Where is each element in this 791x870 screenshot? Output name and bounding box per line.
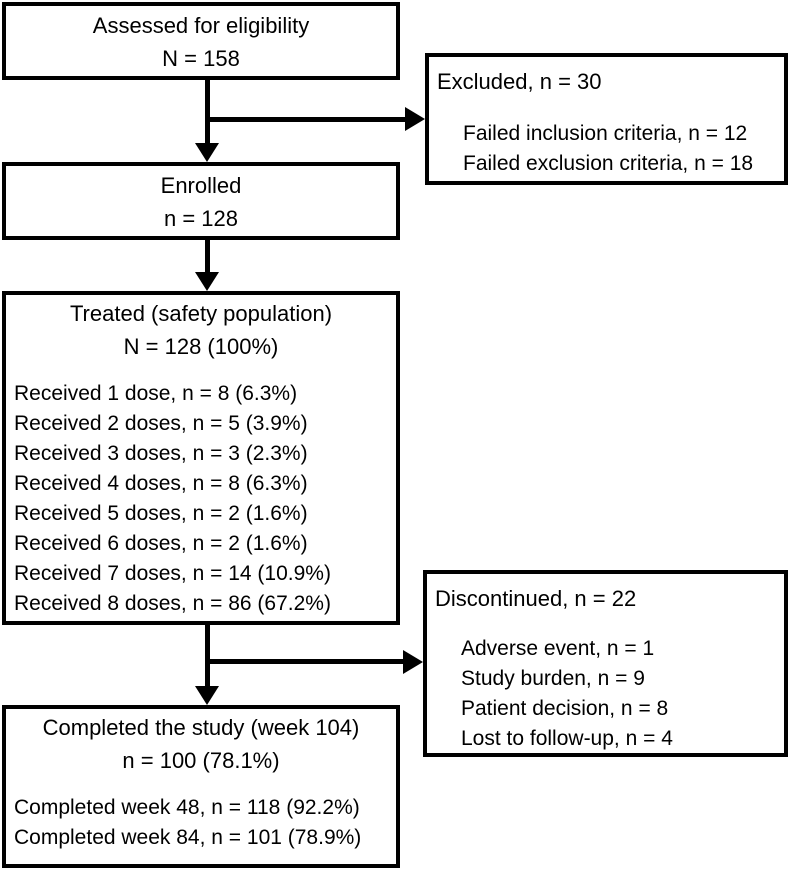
completed-box: Completed the study (week 104) n = 100 (… — [2, 705, 400, 868]
discontinued-item: Study burden, n = 9 — [461, 667, 645, 690]
assessed-count: N = 158 — [162, 46, 240, 71]
discontinued-item: Patient decision, n = 8 — [461, 697, 669, 720]
treated-dose-item: Received 8 doses, n = 86 (67.2%) — [14, 592, 331, 615]
arrowhead-down-enrolled — [195, 143, 219, 162]
treated-dose-item: Received 6 doses, n = 2 (1.6%) — [14, 532, 308, 555]
treated-dose-item: Received 5 doses, n = 2 (1.6%) — [14, 502, 308, 525]
connector-assessed-enrolled — [205, 80, 210, 143]
completed-title: Completed the study (week 104) — [42, 715, 360, 740]
treated-title: Treated (safety population) — [69, 301, 333, 326]
connector-enrolled-treated — [205, 240, 210, 272]
completed-count: n = 100 (78.1%) — [122, 748, 280, 773]
excluded-box: Excluded, n = 30 Failed inclusion criter… — [425, 53, 788, 185]
treated-dose-item: Received 3 doses, n = 3 (2.3%) — [14, 442, 308, 465]
assessed-box: Assessed for eligibility N = 158 — [2, 2, 400, 80]
treated-box: Treated (safety population) N = 128 (100… — [2, 291, 400, 625]
enrolled-box: Enrolled n = 128 — [2, 162, 400, 240]
treated-dose-item: Received 2 doses, n = 5 (3.9%) — [14, 412, 308, 435]
connector-branch-discontinued — [205, 659, 403, 664]
discontinued-item: Adverse event, n = 1 — [461, 637, 655, 660]
connector-treated-completed — [205, 625, 210, 686]
arrowhead-right-discontinued — [403, 650, 423, 674]
arrowhead-down-completed — [195, 686, 219, 705]
completed-week-item: Completed week 48, n = 118 (92.2%) — [14, 796, 360, 819]
treated-count: N = 128 (100%) — [123, 334, 279, 359]
excluded-title: Excluded, n = 30 — [437, 69, 602, 94]
treated-dose-item: Received 7 doses, n = 14 (10.9%) — [14, 562, 331, 585]
assessed-title: Assessed for eligibility — [92, 13, 310, 38]
arrowhead-right-excluded — [405, 107, 425, 131]
discontinued-title: Discontinued, n = 22 — [435, 586, 637, 611]
treated-dose-item: Received 1 dose, n = 8 (6.3%) — [14, 382, 298, 405]
treated-dose-item: Received 4 doses, n = 8 (6.3%) — [14, 472, 308, 495]
enrolled-title: Enrolled — [160, 173, 242, 198]
excluded-item: Failed exclusion criteria, n = 18 — [463, 152, 754, 175]
discontinued-box: Discontinued, n = 22 Adverse event, n = … — [423, 570, 788, 757]
enrolled-count: n = 128 — [163, 206, 238, 231]
completed-week-item: Completed week 84, n = 101 (78.9%) — [14, 826, 362, 849]
discontinued-item: Lost to follow-up, n = 4 — [461, 727, 673, 750]
connector-branch-excluded — [205, 117, 405, 122]
excluded-item: Failed inclusion criteria, n = 12 — [463, 122, 748, 145]
arrowhead-down-treated — [195, 272, 219, 291]
